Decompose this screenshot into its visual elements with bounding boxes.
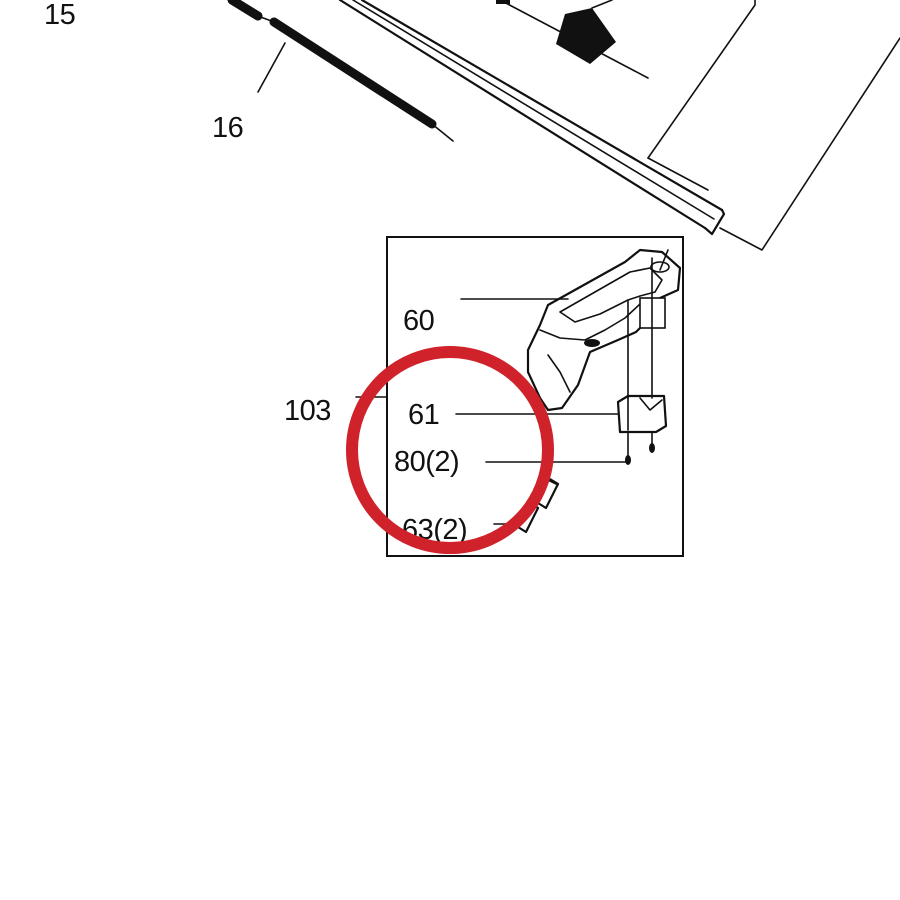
frame-panel-outline — [647, 0, 756, 159]
rail-tube — [338, 0, 726, 236]
callout-60: 60 — [403, 305, 434, 337]
frame-panel-inner-edge — [647, 157, 709, 191]
detail-box — [355, 236, 684, 557]
bushing-block — [496, 0, 649, 79]
callout-16: 16 — [212, 112, 243, 144]
callout-80: 80(2) — [394, 446, 459, 478]
highlight-circle — [346, 346, 554, 554]
upper-frame-assembly — [227, 0, 900, 251]
screws-part-80 — [625, 431, 655, 465]
frame-panel-right-edge — [719, 37, 900, 251]
rod-part-16 — [227, 0, 454, 142]
bracket-part-60 — [526, 248, 682, 412]
callout-103: 103 — [284, 395, 331, 427]
callout-15: 15 — [44, 0, 75, 31]
clip-part-61 — [616, 394, 668, 434]
callout-61: 61 — [408, 399, 439, 431]
leader-line-16 — [257, 42, 286, 93]
